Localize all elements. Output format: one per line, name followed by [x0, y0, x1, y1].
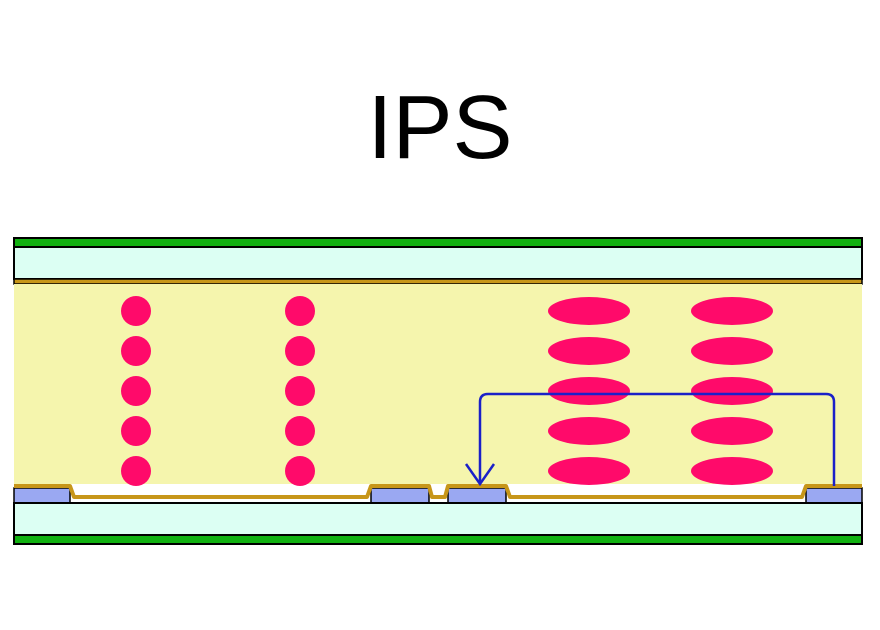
top-alignment-layer — [13, 278, 863, 285]
lc-molecule-on-c0-r0 — [548, 297, 630, 325]
bottom-glass-substrate — [13, 502, 863, 536]
lc-molecule-off-c0-r3 — [121, 416, 151, 446]
lc-molecule-on-c0-r4 — [548, 457, 630, 485]
lc-molecule-off-c1-r2 — [285, 376, 315, 406]
electric-field-line — [478, 392, 836, 486]
lc-molecule-on-c1-r2 — [691, 377, 773, 405]
lc-molecule-off-c1-r1 — [285, 336, 315, 366]
arrow-down-icon — [464, 463, 496, 487]
lc-molecule-on-c1-r1 — [691, 337, 773, 365]
lc-molecule-off-c0-r0 — [121, 296, 151, 326]
diagram-title: IPS — [367, 78, 513, 178]
bottom-polarizer — [13, 534, 863, 545]
lc-molecule-off-c0-r1 — [121, 336, 151, 366]
lc-molecule-off-c0-r2 — [121, 376, 151, 406]
lc-molecule-off-c0-r4 — [121, 456, 151, 486]
lc-molecule-off-c1-r0 — [285, 296, 315, 326]
lc-molecule-off-c1-r4 — [285, 456, 315, 486]
bottom-alignment-layer — [14, 484, 862, 499]
lc-molecule-on-c0-r1 — [548, 337, 630, 365]
electrode-right — [805, 487, 863, 504]
top-glass-substrate — [13, 246, 863, 280]
lc-molecule-on-c1-r3 — [691, 417, 773, 445]
top-polarizer — [13, 237, 863, 248]
electrode-center-right — [447, 487, 507, 504]
lc-molecule-on-c1-r4 — [691, 457, 773, 485]
lc-molecule-off-c1-r3 — [285, 416, 315, 446]
off-state-molecules — [121, 296, 315, 486]
on-state-molecules — [548, 297, 773, 485]
lc-molecule-on-c1-r0 — [691, 297, 773, 325]
lc-molecule-on-c0-r3 — [548, 417, 630, 445]
lc-molecule-on-c0-r2 — [548, 377, 630, 405]
electrode-left — [13, 487, 71, 504]
electrode-center-left — [370, 487, 430, 504]
